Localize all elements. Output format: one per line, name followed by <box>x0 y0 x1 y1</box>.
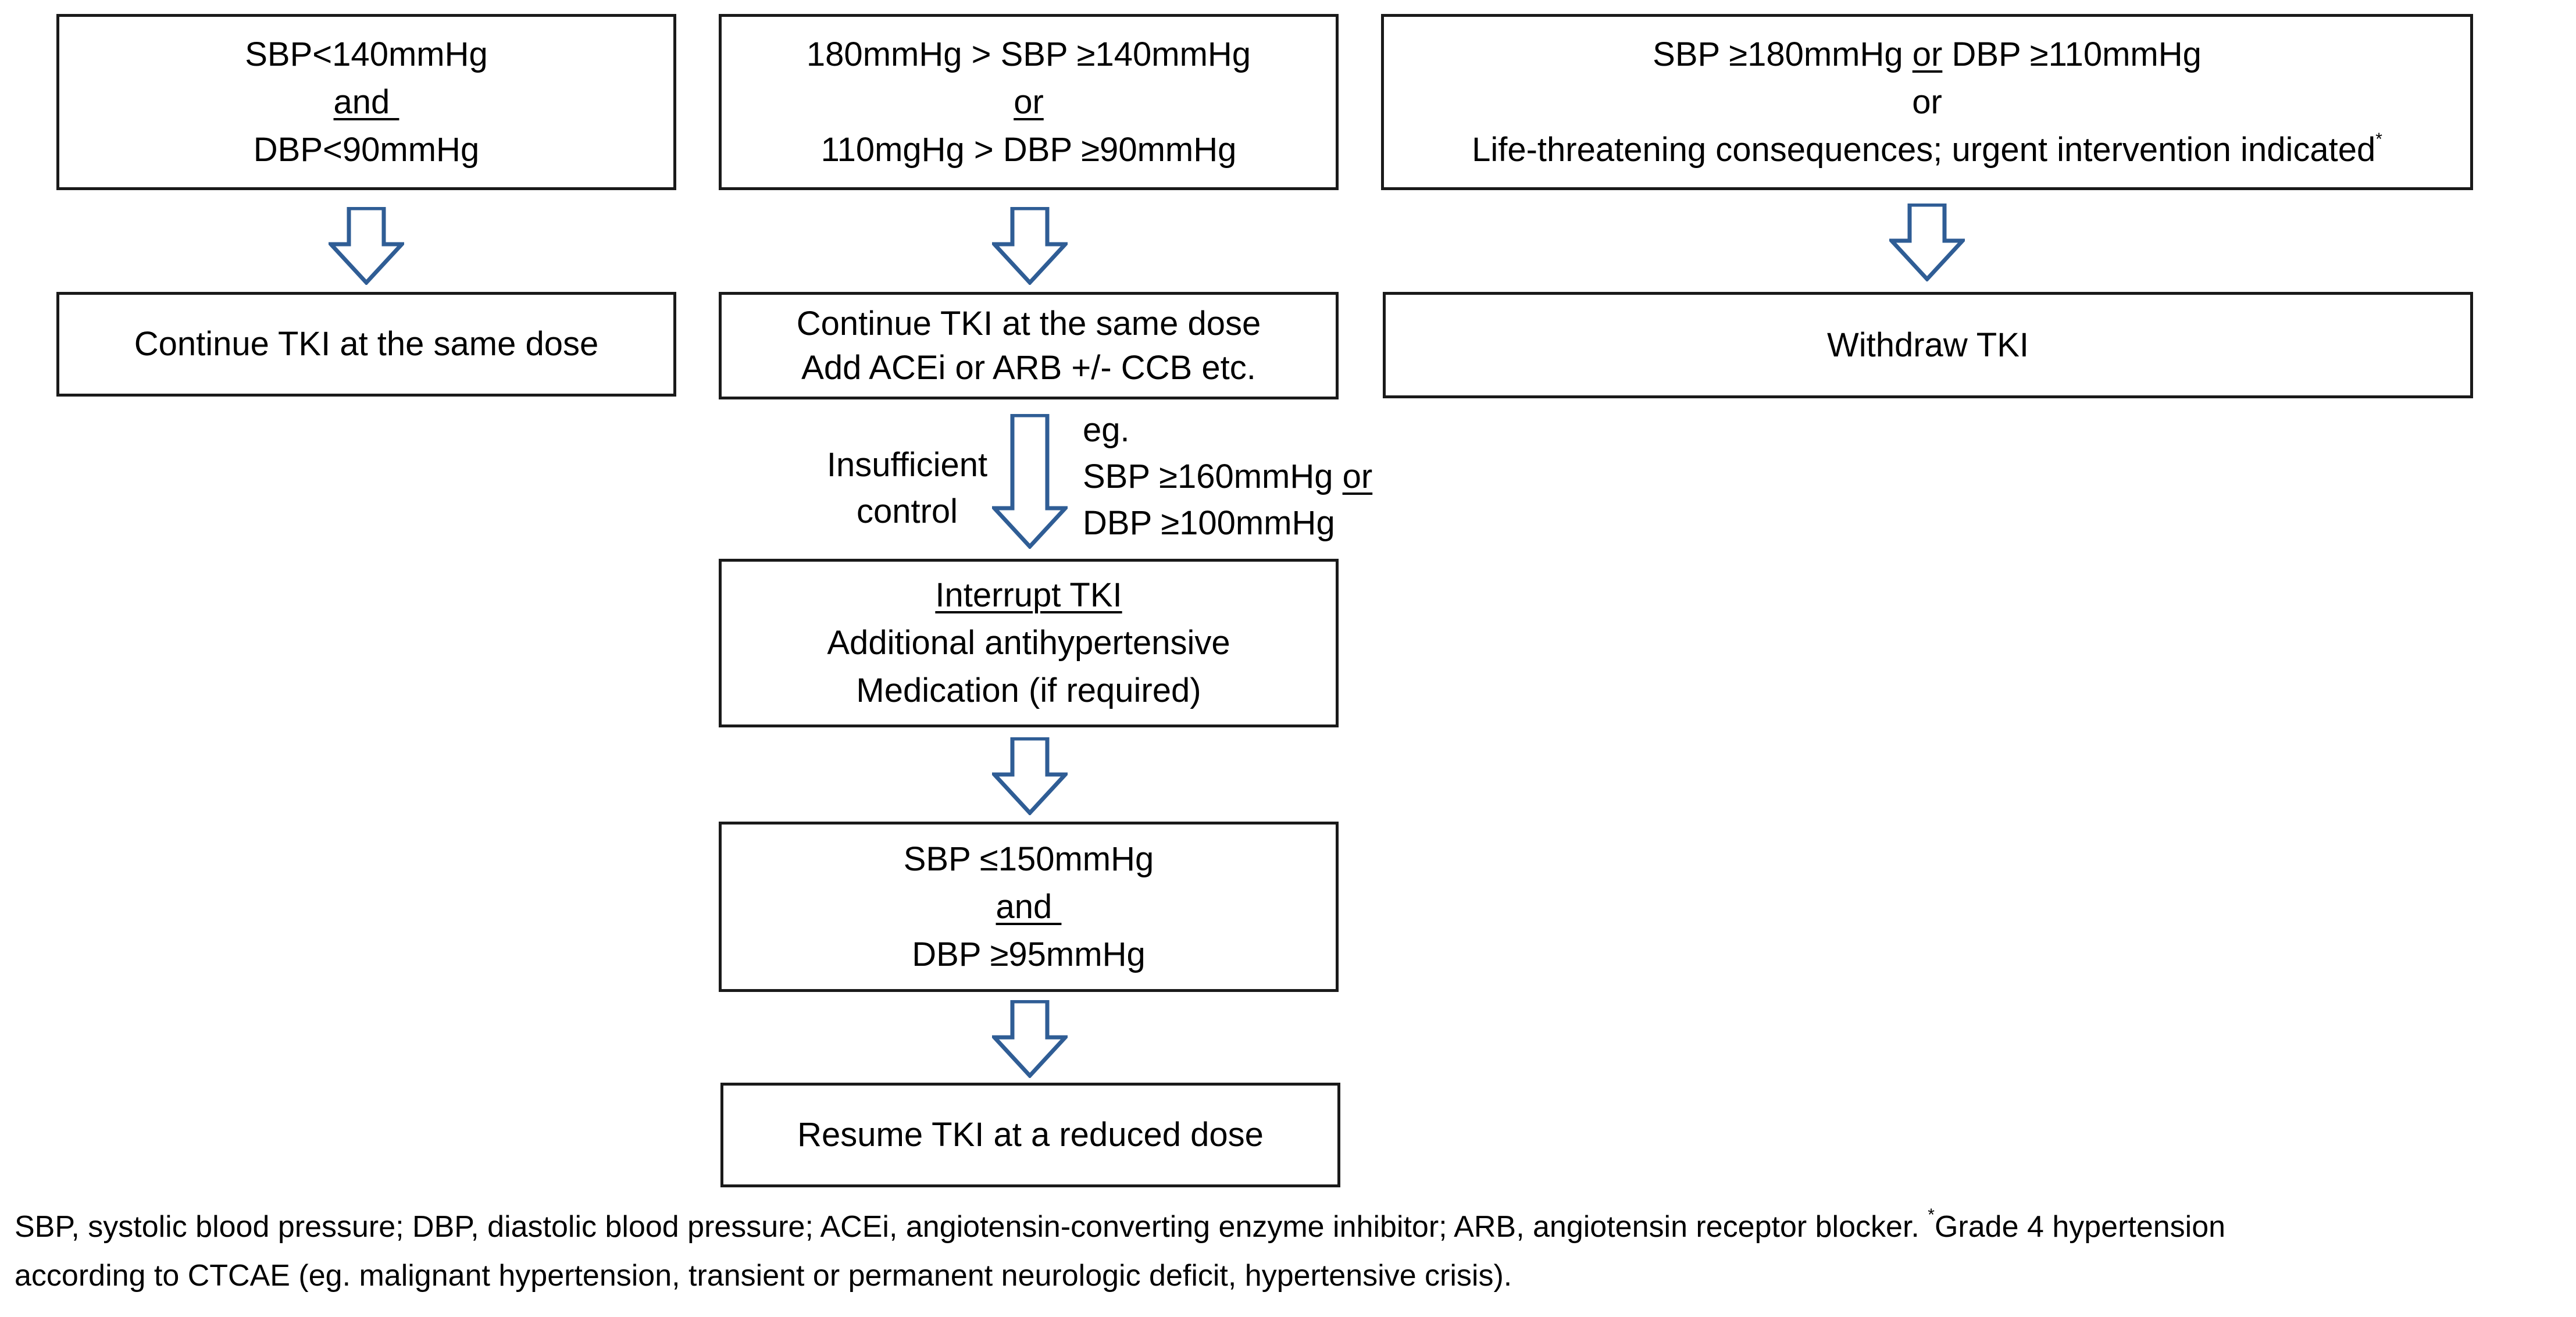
col3-condition-or: or <box>1912 83 1942 121</box>
interrupt-line3: Medication (if required) <box>856 672 1201 709</box>
down-arrow-icon <box>992 207 1068 285</box>
col3-sbp-text: SBP ≥180mmHg <box>1653 35 1913 73</box>
down-arrow-icon <box>1889 204 1965 281</box>
footnote: SBP, systolic blood pressure; DBP, diast… <box>15 1202 2573 1300</box>
resume-text: Resume TKI at a reduced dose <box>797 1116 1264 1154</box>
col1-action-box: Continue TKI at the same dose <box>56 292 676 397</box>
footnote-line1: SBP, systolic blood pressure; DBP, diast… <box>15 1202 2573 1251</box>
footnote-grade4: Grade 4 hypertension <box>1934 1210 2226 1244</box>
col2-condition-or: or <box>1014 83 1044 121</box>
col2-condition-sbp: 180mmHg > SBP ≥140mmHg <box>806 35 1251 73</box>
example-sbp-text: SBP ≥160mmHg <box>1083 458 1343 495</box>
col2-interrupt-box: Interrupt TKI Additional antihypertensiv… <box>719 559 1339 727</box>
col3-asterisk: * <box>2375 129 2382 149</box>
col2-action-box: Continue TKI at the same dose Add ACEi o… <box>719 292 1339 399</box>
footnote-line2: according to CTCAE (eg. malignant hypert… <box>15 1259 1512 1293</box>
col1-condition-box: SBP<140mmHg and DBP<90mmHg <box>56 14 676 190</box>
col3-action-box: Withdraw TKI <box>1383 292 2473 398</box>
down-arrow-icon <box>329 207 404 285</box>
col1-action-text: Continue TKI at the same dose <box>134 325 599 363</box>
col1-condition-dbp: DBP<90mmHg <box>253 130 480 169</box>
insufficient-label-line1: Insufficient <box>826 446 988 484</box>
example-or-text: or <box>1342 458 1373 495</box>
insufficient-label-line2: control <box>856 492 958 530</box>
footnote-abbreviations: SBP, systolic blood pressure; DBP, diast… <box>15 1210 1928 1244</box>
down-arrow-icon <box>992 1000 1068 1078</box>
col1-condition-and: and <box>333 83 399 121</box>
col3-or-inline: or <box>1912 35 1943 73</box>
col2-action-line1: Continue TKI at the same dose <box>796 304 1261 342</box>
target-and: and <box>996 887 1062 926</box>
interrupt-line2: Additional antihypertensive <box>827 624 1230 662</box>
example-label-sbp: SBP ≥160mmHg or <box>1083 454 1372 500</box>
col3-condition-line1: SBP ≥180mmHg or DBP ≥110mmHg <box>1653 31 2202 78</box>
example-label-eg: eg. <box>1083 411 1130 449</box>
col2-condition-dbp: 110mgHg > DBP ≥90mmHg <box>820 130 1237 169</box>
example-threshold-label: eg. SBP ≥160mmHg or DBP ≥100mmHg <box>1083 407 1372 547</box>
col2-resume-box: Resume TKI at a reduced dose <box>720 1083 1340 1187</box>
example-label-dbp: DBP ≥100mmHg <box>1083 504 1335 542</box>
target-dbp: DBP ≥95mmHg <box>912 935 1146 973</box>
col3-action-text: Withdraw TKI <box>1826 326 2029 364</box>
col2-action-line2: Add ACEi or ARB +/- CCB etc. <box>801 348 1256 387</box>
col3-dbp-text: DBP ≥110mmHg <box>1942 35 2202 73</box>
col3-life-threatening-text: Life-threatening consequences; urgent in… <box>1472 130 2376 169</box>
down-arrow-icon <box>992 414 1068 549</box>
col2-target-box: SBP ≤150mmHg and DBP ≥95mmHg <box>719 822 1339 992</box>
col2-condition-box: 180mmHg > SBP ≥140mmHg or 110mgHg > DBP … <box>719 14 1339 190</box>
insufficient-control-label: Insufficient control <box>814 442 1000 535</box>
interrupt-tki-heading: Interrupt TKI <box>935 576 1122 614</box>
target-sbp: SBP ≤150mmHg <box>903 840 1154 878</box>
footnote-asterisk: * <box>1928 1205 1935 1225</box>
col3-condition-box: SBP ≥180mmHg or DBP ≥110mmHg or Life-thr… <box>1381 14 2473 190</box>
down-arrow-icon <box>992 737 1068 815</box>
col1-condition-sbp: SBP<140mmHg <box>245 35 488 73</box>
col3-condition-line3: Life-threatening consequences; urgent in… <box>1472 126 2382 174</box>
